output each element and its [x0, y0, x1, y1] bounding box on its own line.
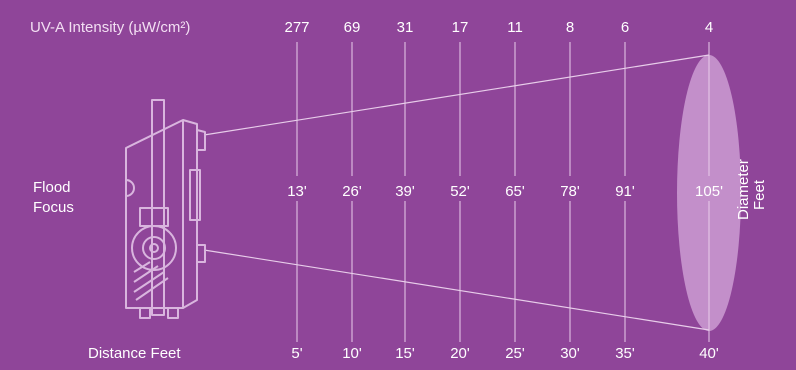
intensity-value: 17 [451, 19, 469, 36]
beam-diameter-value: 39' [395, 183, 415, 200]
intensity-value: 277 [284, 19, 310, 36]
distance-value: 10' [342, 345, 362, 362]
distance-value: 35' [615, 345, 635, 362]
distance-value: 20' [450, 345, 470, 362]
diameter-axis-label: Diameter Feet [735, 159, 768, 220]
beam-diameter-value: 26' [342, 183, 362, 200]
beam-lower-edge [203, 249, 710, 331]
uv-lamp-icon [125, 99, 206, 319]
intensity-value: 8 [565, 19, 575, 36]
intensity-value: 6 [620, 19, 630, 36]
distance-value: 40' [699, 345, 719, 362]
mode-focus-label: Focus [33, 199, 74, 216]
distance-value: 5' [291, 345, 303, 362]
distance-axis-label: Distance Feet [88, 345, 181, 362]
distance-value: 25' [505, 345, 525, 362]
beam-diameter-value: 105' [695, 183, 723, 200]
beam-spot [677, 55, 741, 331]
beam-diameter-value: 91' [615, 183, 635, 200]
beam-diameter-value: 65' [505, 183, 525, 200]
diameter-label-line1: Diameter [735, 159, 752, 220]
beam-diameter-value: 52' [450, 183, 470, 200]
intensity-value: 4 [704, 19, 714, 36]
mode-label: Flood Focus [33, 178, 74, 218]
distance-value: 15' [395, 345, 415, 362]
intensity-value: 69 [343, 19, 361, 36]
intensity-value: 11 [507, 19, 523, 36]
beam-diameter-value: 78' [560, 183, 580, 200]
intensity-value: 31 [396, 19, 414, 36]
diameter-label-line2: Feet [751, 180, 768, 211]
beam-diameter-value: 13' [287, 183, 307, 200]
distance-value: 30' [560, 345, 580, 362]
uv-intensity-label: UV-A Intensity (µW/cm²) [30, 19, 191, 36]
mode-flood-label: Flood [33, 179, 71, 196]
beam-upper-edge [203, 54, 710, 136]
